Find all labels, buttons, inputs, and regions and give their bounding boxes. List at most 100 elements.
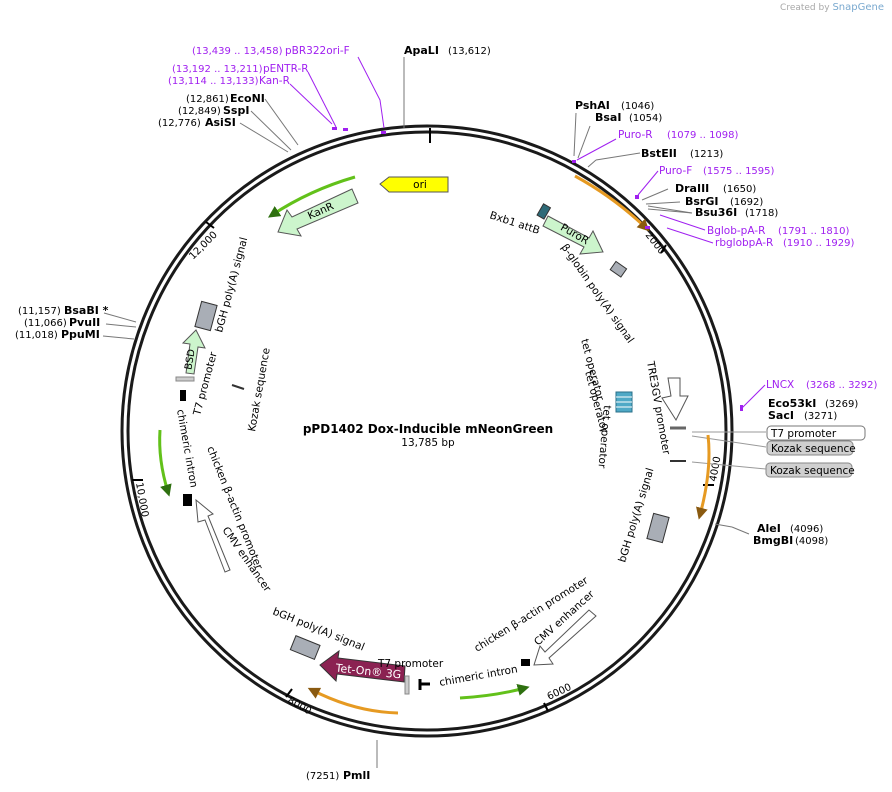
enzyme-bsteii: BstEII: [641, 147, 677, 160]
cmv-left-arrow[interactable]: [195, 498, 231, 573]
chimeric-bottom-label: chimeric intron: [438, 663, 518, 689]
enzyme-sspi: SspI: [223, 104, 249, 117]
primer-leader-lines: [289, 56, 766, 409]
plasmid-name: pPD1402 Dox-Inducible mNeonGreen: [303, 422, 553, 436]
kozak-box-2-label: Kozak sequence: [770, 465, 855, 477]
primer-pentr-pos: (13,192 .. 13,211): [172, 64, 263, 75]
primer-puro-f-pos: (1575 .. 1595): [703, 166, 775, 177]
enzyme-saci: SacI: [768, 409, 794, 422]
primer-lncx: LNCX: [766, 379, 794, 391]
enzyme-bsai-pos: (1054): [629, 113, 662, 124]
kozak-left-label: Kozak sequence: [246, 347, 273, 433]
credit-prefix: Created by: [780, 3, 830, 13]
enzyme-bsabi-pos: (11,157): [18, 306, 61, 317]
bsd-label: BSD: [183, 348, 197, 371]
enzyme-pshai: PshAI: [575, 99, 610, 112]
t7-promoter-box[interactable]: T7 promoter: [766, 425, 866, 441]
bglobin-polya-box[interactable]: [609, 260, 628, 278]
enzyme-alei: AleI: [757, 522, 781, 535]
primer-pentr: pENTR-R: [263, 63, 309, 75]
enzyme-alei-pos: (4096): [790, 524, 823, 535]
enzyme-draiii: DraIII: [675, 182, 709, 195]
ori-label: ori: [413, 179, 427, 191]
enzyme-bmgbi-pos: (4098): [795, 536, 828, 547]
enzyme-apali-pos: (13,612): [448, 46, 491, 57]
tre3gv-promoter-arrow[interactable]: [661, 377, 689, 422]
enzyme-sspi-pos: (12,849): [178, 106, 221, 117]
puror-label: PuroR: [558, 222, 591, 248]
enzyme-asisi: AsiSI: [205, 116, 236, 129]
enzyme-labels: ApaLI (13,612) PshAI (1046) BsaI (1054) …: [15, 44, 858, 782]
bgh-left-label: bGH poly(A) signal: [213, 236, 250, 334]
enzyme-pshai-pos: (1046): [621, 101, 654, 112]
bsd-feature[interactable]: BSD: [181, 329, 206, 375]
enzyme-bsai: BsaI: [595, 111, 621, 124]
bgh-right-box[interactable]: [646, 512, 670, 544]
primer-pbr322: pBR322ori-F: [285, 45, 350, 57]
cmv-bottom-arrow[interactable]: [533, 609, 597, 666]
primer-labels: (13,439 .. 13,458) pBR322ori-F (13,192 .…: [168, 45, 878, 391]
tet-on-orange-arc: [307, 687, 399, 715]
enzyme-bsteii-pos: (1213): [690, 149, 723, 160]
enzyme-ppumi: PpuMI: [61, 328, 100, 341]
chimeric-left-green-arc: [158, 429, 172, 497]
enzyme-econi: EcoNI: [230, 92, 265, 105]
kozak-bottom-marker: [418, 679, 430, 690]
enzyme-apali: ApaLI: [404, 44, 439, 57]
primer-markers: [332, 127, 743, 411]
tet-operator-label-3: tet operator: [595, 405, 613, 470]
enzyme-eco53ki: Eco53kI: [768, 397, 816, 410]
primer-rbglobpa-r-pos: (1910 .. 1929): [783, 238, 855, 249]
primer-bglob-pa-r: Bglob-pA-R: [707, 225, 765, 237]
primer-pbr322-pos: (13,439 .. 13,458): [192, 46, 283, 57]
bxb1-label: Bxb1 attB: [488, 209, 541, 236]
t7-left-marker: [175, 376, 195, 382]
snapgene-credit: Created by SnapGene: [780, 2, 884, 13]
bgh-bottom-box[interactable]: [289, 635, 321, 661]
leader-lines: [102, 57, 750, 768]
kozak-box-1[interactable]: Kozak sequence: [766, 440, 856, 456]
enzyme-bsabi: BsaBI *: [64, 304, 109, 317]
chimeric-left-marker: [183, 494, 192, 506]
t7-bottom-marker: [404, 675, 410, 695]
bgh-right-label: bGH poly(A) signal: [616, 467, 656, 564]
enzyme-asisi-pos: (12,776): [158, 118, 201, 129]
tet-operator-boxes[interactable]: [615, 391, 633, 413]
enzyme-pmli-pos: (7251): [306, 771, 339, 782]
kozak-box-2[interactable]: Kozak sequence: [765, 462, 855, 478]
primer-kanr-pos: (13,114 .. 13,133): [168, 76, 259, 87]
primer-rbglobpa-r: rbglobpA-R: [715, 237, 773, 249]
kozak-box-1-label: Kozak sequence: [771, 443, 856, 455]
enzyme-bsrgi: BsrGI: [685, 195, 718, 208]
snapgene-logo: SnapGene: [832, 2, 884, 13]
primer-lncx-pos: (3268 .. 3292): [806, 380, 878, 391]
kanr-orange-arc: [267, 175, 356, 218]
kanr-feature[interactable]: KanR: [277, 188, 359, 237]
enzyme-bsu36i: Bsu36I: [695, 206, 737, 219]
kozak-left-tick: [231, 384, 245, 390]
enzyme-saci-pos: (3271): [804, 411, 837, 422]
enzyme-eco53ki-pos: (3269): [825, 399, 858, 410]
chimeric-left-label: chimeric intron: [174, 408, 200, 488]
enzyme-bsu36i-pos: (1718): [745, 208, 778, 219]
enzyme-econi-pos: (12,861): [186, 94, 229, 105]
chimeric-bottom-marker: [521, 659, 530, 666]
plasmid-length: 13,785 bp: [401, 437, 455, 449]
bgh-left-box[interactable]: [194, 300, 218, 332]
mneongreen-orange-arc: [696, 434, 711, 520]
primer-puro-r-pos: (1079 .. 1098): [667, 130, 739, 141]
bglobin-polya-label: β-globin poly(A) signal: [559, 242, 637, 346]
bxb1-attb[interactable]: [536, 203, 552, 220]
kozak-left-marker: [180, 390, 186, 401]
enzyme-pmli: PmlI: [343, 769, 370, 782]
enzyme-pvuii-pos: (11,066): [24, 318, 67, 329]
t7-box-label: T7 promoter: [770, 428, 837, 440]
primer-puro-r: Puro-R: [618, 129, 653, 141]
enzyme-draiii-pos: (1650): [723, 184, 756, 195]
ori-feature[interactable]: ori: [379, 176, 449, 193]
enzyme-bsrgi-pos: (1692): [730, 197, 763, 208]
t7-bottom-label: T7 promoter: [377, 658, 444, 670]
tick-2000: 2000: [643, 230, 667, 257]
tick-8000: 8000: [286, 695, 314, 717]
